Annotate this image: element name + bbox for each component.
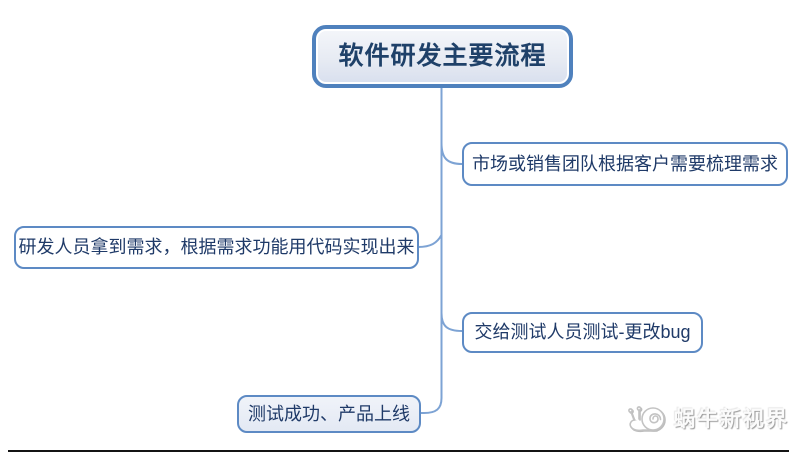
branch-node-launch[interactable]: 测试成功、产品上线 — [237, 395, 421, 433]
watermark: 蜗牛新视界 — [626, 398, 789, 438]
branch-node-development[interactable]: 研发人员拿到需求，根据需求功能用代码实现出来 — [14, 226, 419, 269]
branch-node-requirements[interactable]: 市场或销售团队根据客户需要梳理需求 — [462, 142, 788, 186]
bottom-divider-line — [8, 450, 789, 452]
watermark-label: 蜗牛新视界 — [674, 408, 789, 431]
connector-spine — [420, 87, 443, 414]
connector-branch-3 — [440, 312, 463, 332]
connector-branch-2 — [417, 234, 443, 248]
connector-branch-1 — [440, 142, 463, 165]
snail-icon — [628, 406, 665, 432]
branch-node-testing[interactable]: 交给测试人员测试-更改bug — [462, 312, 703, 353]
root-node-title[interactable]: 软件研发主要流程 — [312, 25, 573, 88]
